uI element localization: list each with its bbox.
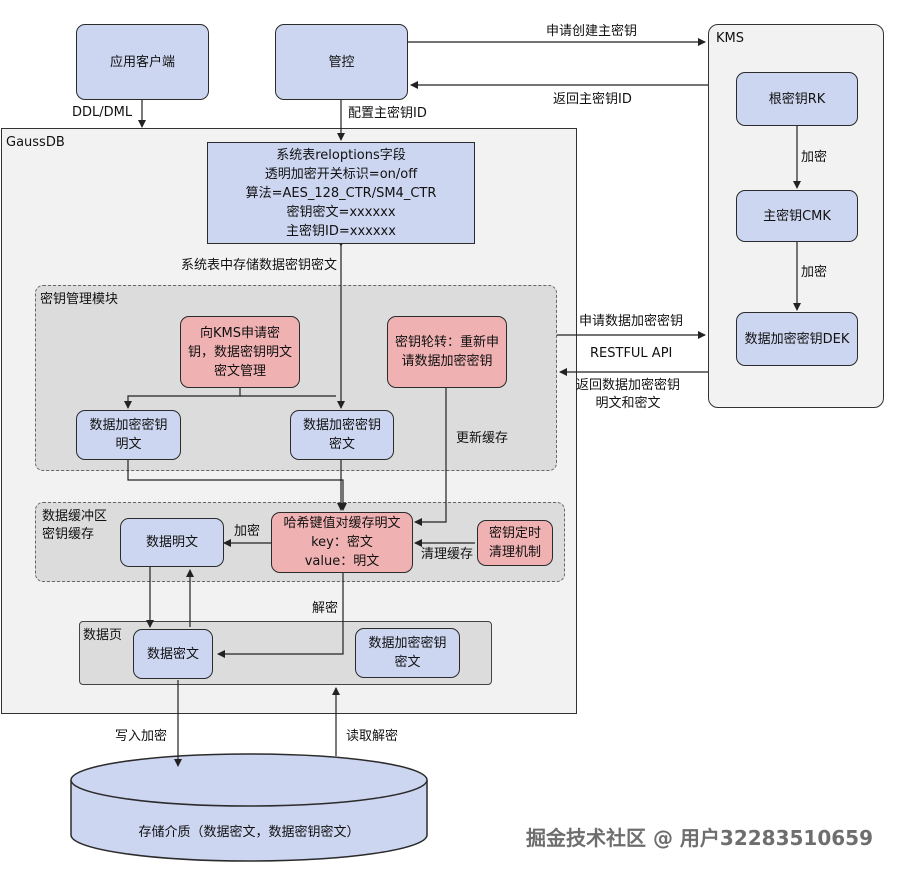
label-encrypt-cmk: 加密 [801, 265, 828, 280]
label-clean-cache: 清理缓存 [421, 547, 474, 562]
dek-node: 数据加密密钥DEK [736, 312, 858, 366]
kms-title: KMS [716, 31, 744, 46]
label-encrypt-rk: 加密 [801, 150, 828, 165]
label-update-cache: 更新缓存 [456, 431, 509, 446]
data-cipher-node: 数据密文 [133, 629, 213, 679]
label-return-dek: 返回数据加密密钥 明文和密文 [576, 378, 681, 411]
label-ddl-dml: DDL/DML [72, 105, 133, 120]
gaussdb-title: GaussDB [6, 135, 65, 150]
data-buffer-title: 数据缓冲区 密钥缓存 [42, 509, 108, 542]
hash-cache-node: 哈希键值对缓存明文 key：密文 value：明文 [271, 512, 413, 573]
label-apply-cmk: 申请创建主密钥 [546, 24, 638, 39]
master-key-node: 主密钥CMK [736, 190, 858, 242]
page-dek-cipher-node: 数据加密密钥 密文 [355, 628, 460, 678]
label-apply-dek: 申请数据加密密钥 [579, 314, 684, 329]
storage-label: 存储介质（数据密文，数据密钥密文） [138, 825, 360, 840]
dek-plain-node: 数据加密密钥 明文 [76, 410, 181, 460]
label-write-encrypt: 写入加密 [115, 729, 168, 744]
label-encrypt-buffer: 加密 [234, 524, 261, 539]
dek-cipher-node: 数据加密密钥 密文 [290, 410, 394, 460]
label-config-cmk: 配置主密钥ID [348, 106, 427, 121]
label-read-decrypt: 读取解密 [346, 729, 399, 744]
watermark: 掘金技术社区 @ 用户32283510659 [526, 826, 874, 850]
data-page-title: 数据页 [83, 628, 123, 643]
request-kms-node: 向KMS申请密 钥，数据密钥明文 密文管理 [180, 316, 300, 388]
label-restful-api: RESTFUL API [590, 346, 673, 361]
app-client-node: 应用客户端 [76, 24, 209, 100]
system-table-node: 系统表reloptions字段 透明加密开关标识=on/off 算法=AES_1… [207, 142, 475, 244]
key-management-title: 密钥管理模块 [40, 292, 119, 307]
key-timer-node: 密钥定时 清理机制 [477, 520, 553, 566]
root-key-node: 根密钥RK [736, 72, 858, 126]
control-node: 管控 [275, 24, 408, 100]
label-decrypt: 解密 [312, 601, 339, 616]
key-rotation-node: 密钥轮转：重新申 请数据加密密钥 [387, 316, 507, 388]
label-return-cmk: 返回主密钥ID [553, 92, 632, 107]
data-plain-node: 数据明文 [120, 518, 224, 567]
label-store-dek-cipher: 系统表中存储数据密钥密文 [181, 257, 338, 274]
